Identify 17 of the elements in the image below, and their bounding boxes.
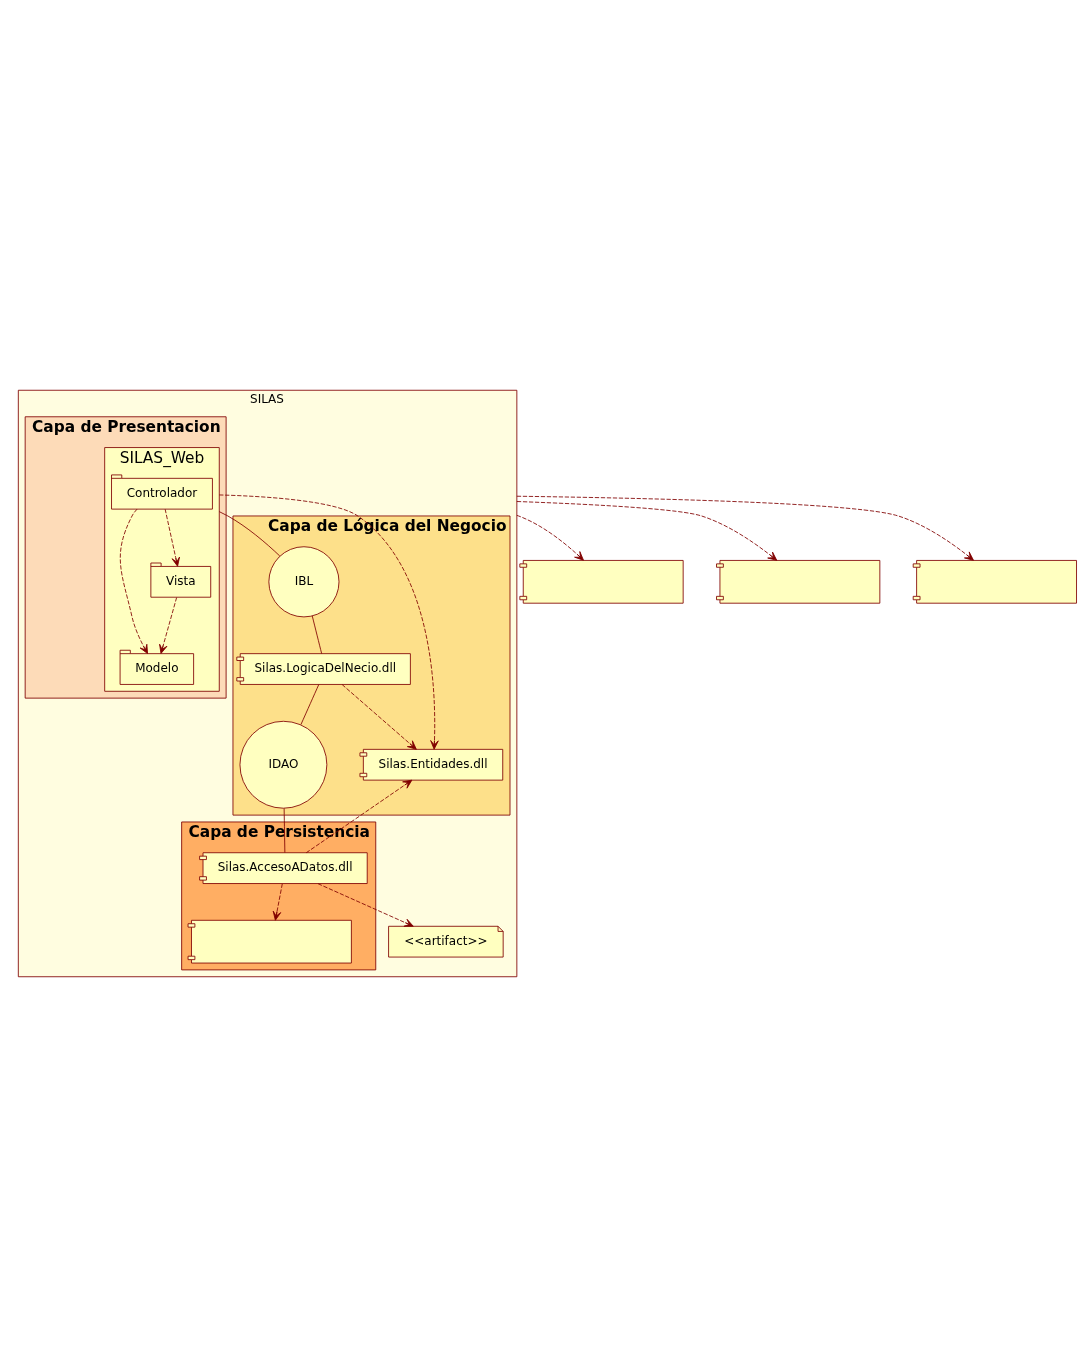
- arrow: [341, 684, 417, 750]
- connector: [218, 511, 281, 557]
- connector: [311, 615, 323, 655]
- node-circle: IBL: [268, 546, 340, 618]
- arrow: [516, 495, 974, 561]
- arrow: [164, 508, 180, 567]
- arrow: [272, 883, 283, 921]
- arrow: [218, 494, 439, 750]
- arrow: [516, 514, 584, 561]
- arrow: [119, 508, 148, 654]
- connector: [300, 684, 320, 725]
- arrow: [516, 501, 778, 561]
- node-circle: IDAO: [239, 720, 328, 809]
- arrow: [317, 883, 414, 927]
- connector: [283, 808, 286, 853]
- arrow: [305, 779, 413, 854]
- arrow: [159, 597, 178, 654]
